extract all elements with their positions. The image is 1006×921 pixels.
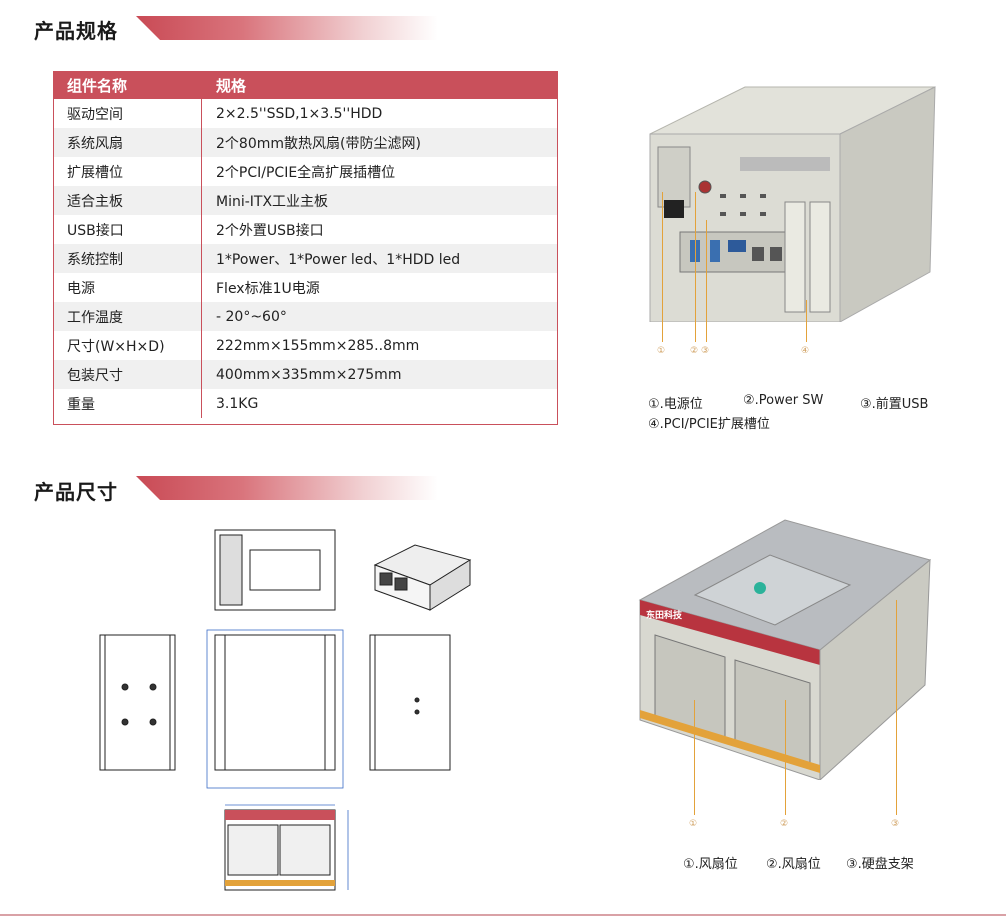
spec-value-cell: 2个80mm散热风扇(带防尘滤网) xyxy=(201,128,558,157)
rear-marker-1: ① xyxy=(657,346,666,356)
rear-caption-1: ①.电源位 xyxy=(648,397,703,412)
spec-value-cell: 400mm×335mm×275mm xyxy=(201,360,558,389)
front-caption-3: ③.硬盘支架 xyxy=(846,857,914,872)
spec-component-cell: 适合主板 xyxy=(53,186,202,215)
rear-marker-4: ④ xyxy=(801,346,810,356)
spec-component-cell: 电源 xyxy=(53,273,202,302)
spec-value-cell: Mini-ITX工业主板 xyxy=(201,186,558,215)
spec-value-cell: 2×2.5''SSD,1×3.5''HDD xyxy=(201,99,558,128)
spec-component-cell: 工作温度 xyxy=(53,302,202,331)
spec-value-cell: - 20°~60° xyxy=(201,302,558,331)
front-logo: 东田科技 xyxy=(646,611,683,621)
spec-component-cell: 驱动空间 xyxy=(53,99,202,128)
front-leader-2 xyxy=(785,700,786,815)
spec-component-cell: 扩展槽位 xyxy=(53,157,202,186)
rear-caption-2: ②.Power SW xyxy=(743,393,824,408)
size-section-title: 产品尺寸 xyxy=(34,480,118,504)
spec-value-cell: 1*Power、1*Power led、1*HDD led xyxy=(201,244,558,273)
front-chassis-photo xyxy=(638,519,932,780)
spec-component-cell: USB接口 xyxy=(53,215,202,244)
bottom-divider xyxy=(0,914,1006,916)
spec-component-cell: 包装尺寸 xyxy=(53,360,202,389)
front-leader-1 xyxy=(694,700,695,815)
front-marker-1: ① xyxy=(689,819,698,829)
front-leader-3 xyxy=(896,600,897,815)
rear-leader-2 xyxy=(695,192,696,342)
spec-title-bar xyxy=(136,16,438,40)
spec-header-spec: 规格 xyxy=(201,71,558,99)
spec-table-header: 组件名称 规格 xyxy=(53,71,558,99)
spec-value-cell: 222mm×155mm×285..8mm xyxy=(201,331,558,360)
spec-component-cell: 系统控制 xyxy=(53,244,202,273)
spec-component-cell: 系统风扇 xyxy=(53,128,202,157)
size-title-bar xyxy=(136,476,438,500)
spec-table-row: 工作温度- 20°~60° xyxy=(53,302,558,331)
spec-component-cell: 尺寸(W×H×D) xyxy=(53,331,202,360)
spec-section-title: 产品规格 xyxy=(34,19,118,43)
front-caption-1: ①.风扇位 xyxy=(683,857,738,872)
rear-chassis-photo xyxy=(649,86,936,322)
spec-value-cell: 2个外置USB接口 xyxy=(201,215,558,244)
rear-leader-1 xyxy=(662,192,663,342)
spec-value-cell: Flex标准1U电源 xyxy=(201,273,558,302)
dimension-drawings xyxy=(99,529,472,891)
spec-component-cell: 重量 xyxy=(53,389,202,418)
front-marker-3: ③ xyxy=(891,819,900,829)
rear-caption-4: ④.PCI/PCIE扩展槽位 xyxy=(648,417,770,432)
spec-value-cell: 3.1KG xyxy=(201,389,558,418)
rear-marker-2: ② xyxy=(690,346,699,356)
spec-value-cell: 2个PCI/PCIE全高扩展插槽位 xyxy=(201,157,558,186)
rear-caption-3: ③.前置USB xyxy=(860,397,929,412)
rear-leader-3 xyxy=(706,220,707,342)
rear-leader-4 xyxy=(806,300,807,342)
spec-table-row: 尺寸(W×H×D)222mm×155mm×285..8mm xyxy=(53,331,558,360)
front-marker-2: ② xyxy=(780,819,789,829)
spec-header-component: 组件名称 xyxy=(53,71,202,99)
front-caption-2: ②.风扇位 xyxy=(766,857,821,872)
rear-marker-3: ③ xyxy=(701,346,710,356)
